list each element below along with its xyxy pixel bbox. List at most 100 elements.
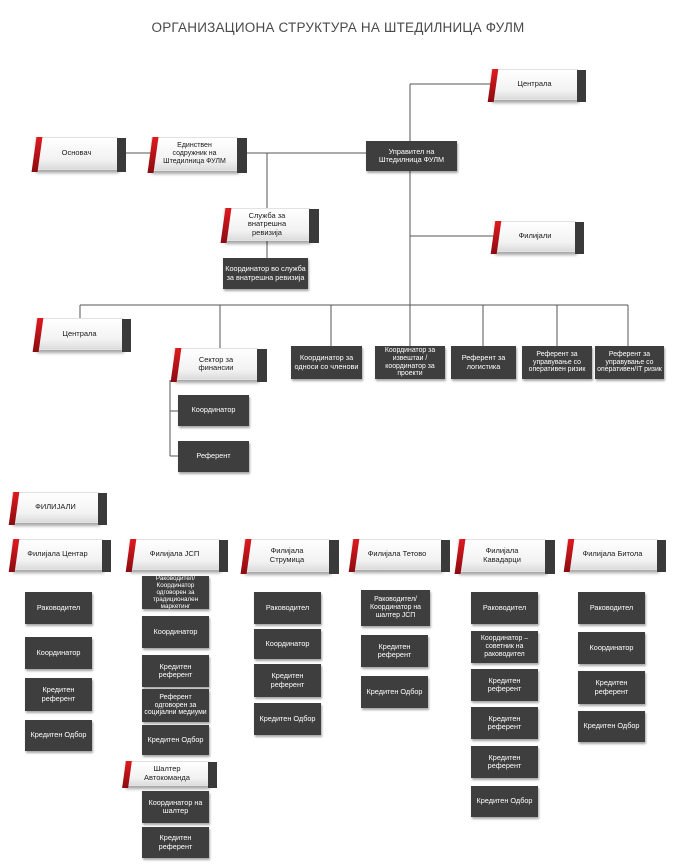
role-box: Раководител: [578, 592, 645, 624]
osnovach-box: Основач: [35, 137, 126, 172]
role-label: Кредитен Одбор: [147, 734, 204, 744]
role-label: Кредитен референт: [487, 713, 522, 731]
role-box: Кредитен Одбор: [471, 786, 538, 817]
role-box: Кредитен референт: [361, 635, 428, 667]
role-label: Кредитен Одбор: [366, 686, 423, 696]
role-label: Координатор: [36, 647, 81, 657]
centrala-label: Централа: [62, 328, 97, 338]
role-box: Координатор: [142, 616, 209, 648]
role-label: Кредитен референт: [158, 833, 193, 851]
role-label: Координатор: [589, 642, 634, 652]
role-label: Кредитен референт: [270, 671, 305, 689]
branch-name: Филијала Битола: [582, 549, 643, 559]
upravitel-box: Управител на Штедилница ФУЛМ: [366, 141, 457, 171]
role-box: Кредитен референт: [578, 671, 645, 704]
role-box: Раководител/Координатор одговорен за тра…: [142, 574, 209, 611]
finance-item-label: Координатор: [191, 405, 236, 415]
revizija-box: Служба за внатрешна ревизија: [224, 208, 319, 243]
role-label: Кредитен референт: [158, 661, 193, 679]
sodruzhnik-box: Единствен содружник на Штедилница ФУЛМ: [151, 137, 247, 173]
branch-header-kavadarci: Филијала Кавадарци: [458, 539, 555, 574]
branches-heading-box: ФИЛИЈАЛИ: [12, 492, 107, 525]
role-box: Координатор на шалтер: [142, 791, 209, 823]
role-box: Кредитен референт: [471, 669, 538, 701]
staff-box: Референт за управување со оперативен риз…: [522, 346, 592, 379]
role-label: Кредитен референт: [594, 678, 629, 696]
role-box: Кредитен референт: [471, 746, 538, 778]
role-label: Координатор на шалтер: [148, 797, 203, 815]
branch-header-strumica: Филијала Струмица: [244, 539, 339, 574]
staff-box: Референт за логистика: [451, 346, 516, 379]
upravitel-label: Управител на Штедилница ФУЛМ: [378, 146, 445, 164]
staff-label: Референт за логистика: [461, 353, 506, 371]
page-title: ОРГАНИЗАЦИОНА СТРУКТУРА НА ШТЕДИЛНИЦА ФУ…: [151, 20, 525, 35]
role-label: Кредитен референт: [487, 752, 522, 770]
role-label: Координатор – советник на раководител: [480, 635, 529, 658]
role-box: Референт одговорен за социјални медиуми: [142, 689, 209, 722]
role-label: Кредитен референт: [41, 685, 76, 703]
role-box: Кредитен референт: [142, 827, 209, 858]
finance-item-label: Референт: [196, 451, 231, 461]
finance-item-referent: Референт: [178, 441, 249, 472]
sub-branch-header: Шалтер Автокоманда: [125, 761, 217, 788]
staff-box: Координатор за односи со членови: [291, 346, 362, 379]
branch-name: Филијала Струмица: [269, 546, 305, 564]
role-label: Раководител: [482, 602, 527, 612]
role-label: Раководител: [36, 602, 81, 612]
role-box: Кредитен Одбор: [254, 703, 321, 735]
staff-label: Референт за управување со оперативен риз…: [528, 350, 586, 374]
role-box: Координатор: [254, 629, 321, 659]
koordinator-revizija-box: Координатор во служба за внатрешна ревиз…: [223, 258, 308, 289]
role-label: Кредитен Одбор: [30, 730, 87, 740]
branch-header-jsp: Филијала ЈСП: [129, 539, 228, 572]
role-label: Раководител/Координатор на шалтер ЈСП: [369, 596, 421, 619]
koordinator-revizija-label: Координатор во служба за внатрешна ревиз…: [225, 264, 306, 282]
role-box: Раководител/Координатор на шалтер ЈСП: [361, 590, 430, 626]
branch-name: Филијала ЈСП: [149, 549, 200, 559]
role-label: Раководител: [265, 602, 310, 612]
branch-name: Филијала Тетово: [367, 549, 427, 559]
staff-label: Координатор за односи со членови: [294, 353, 359, 371]
role-box: Координатор: [25, 637, 92, 669]
sektor-finansii-label: Сектор за финансии: [198, 354, 234, 372]
role-box: Координатор – советник на раководител: [471, 631, 538, 663]
role-label: Раководител/Координатор одговорен за тра…: [152, 574, 199, 611]
branch-name: Филијала Кавадарци: [483, 546, 521, 564]
centrala-box: Централа: [36, 318, 131, 352]
role-box: Кредитен референт: [142, 655, 209, 687]
role-label: Кредитен Одбор: [476, 796, 533, 806]
role-box: Раководител: [254, 592, 321, 624]
role-label: Кредитен референт: [377, 641, 412, 659]
role-label: Раководител: [589, 602, 634, 612]
role-label: Референт одговорен за социјални медиуми: [144, 693, 207, 717]
branches-heading-label: ФИЛИЈАЛИ: [35, 502, 76, 512]
role-label: Кредитен Одбор: [583, 721, 640, 731]
staff-label: Референт за управување со оперативен/IT …: [597, 350, 662, 374]
staff-box: Референт за управување со оперативен/IT …: [595, 346, 664, 379]
role-box: Кредитен Одбор: [361, 676, 428, 708]
centrala-top-label: Централа: [517, 79, 552, 89]
branch-header-bitola: Филијала Битола: [567, 539, 666, 572]
role-box: Раководител: [25, 592, 92, 624]
role-box: Кредитен Одбор: [142, 725, 209, 755]
finance-item-koordinator: Координатор: [178, 395, 249, 426]
sub-branch-name: Шалтер Автокоманда: [144, 764, 190, 782]
role-label: Координатор: [153, 626, 198, 636]
role-label: Координатор: [265, 638, 310, 648]
branch-header-centar: Филијала Центар: [12, 539, 111, 572]
staff-box: Координатор за извештаи /координатор за …: [375, 346, 445, 379]
role-box: Кредитен референт: [471, 707, 538, 739]
role-box: Кредитен Одбор: [578, 711, 645, 742]
filijali-top-label: Филијали: [518, 231, 552, 241]
role-box: Кредитен Одбор: [25, 720, 92, 751]
role-box: Кредитен референт: [254, 664, 321, 697]
branch-header-tetovo: Филијала Тетово: [352, 539, 450, 572]
sektor-finansii-box: Сектор за финансии: [174, 348, 267, 382]
role-box: Координатор: [578, 632, 645, 664]
sodruzhnik-label: Единствен содружник на Штедилница ФУЛМ: [163, 142, 226, 165]
filijali-top-box: Филијали: [494, 221, 584, 254]
branch-name: Филијала Центар: [27, 549, 88, 559]
revizija-label: Служба за внатрешна ревизија: [247, 210, 287, 237]
